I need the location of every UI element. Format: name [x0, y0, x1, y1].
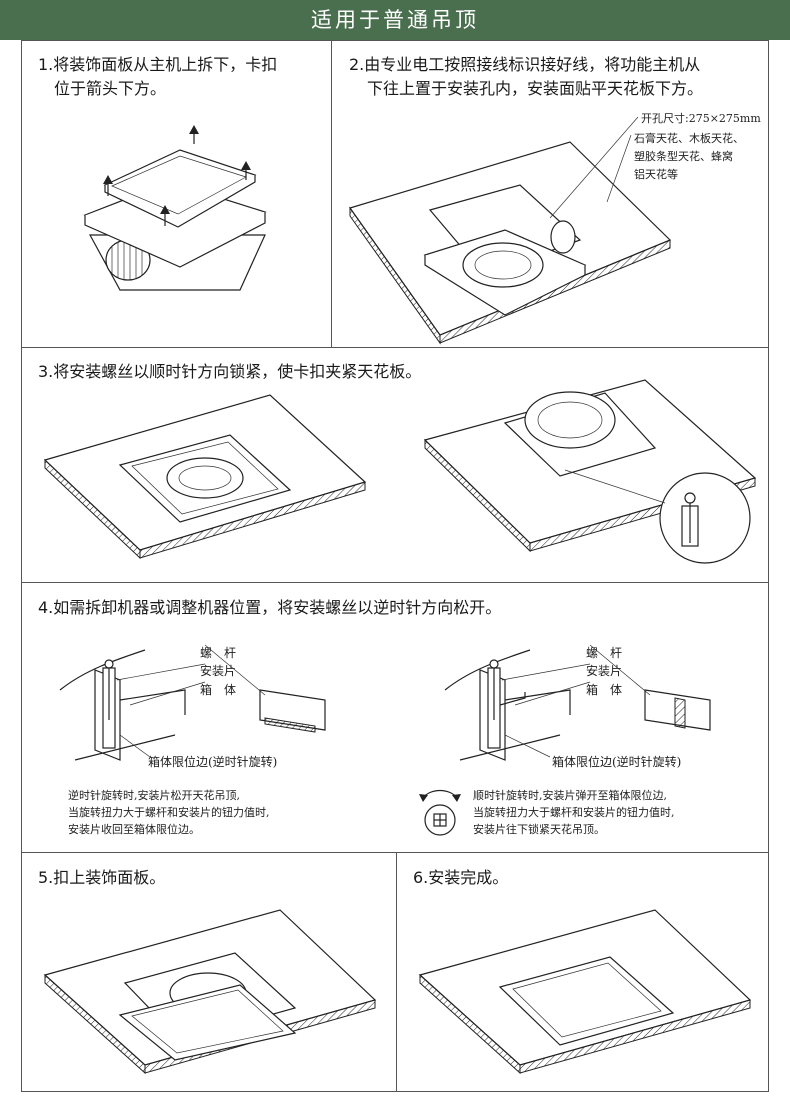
step3-text: 3.将安装螺丝以顺时针方向锁紧，使卡扣夹紧天花板。 [38, 362, 422, 381]
step1-illustration [83, 125, 267, 291]
step3-left-illustration [43, 394, 367, 560]
cw-note-line3: 安装片往下锁紧天花吊顶。 [473, 823, 605, 836]
divider-r1 [21, 347, 769, 348]
cw-note: 顺时针旋转时,安装片弹开至箱体限位边, 当旋转扭力大于螺杆和安装片的钮力值时, … [473, 787, 675, 838]
step1-line2: 位于箭头下方。 [54, 79, 167, 98]
ccw-note: 逆时针旋转时,安装片松开天花吊顶, 当旋转扭力大于螺杆和安装片的钮力值时, 安装… [68, 787, 270, 838]
step1-text: 1.将装饰面板从主机上拆下，卡扣 位于箭头下方。 [38, 53, 277, 101]
step5-illustration [43, 909, 377, 1075]
ceiling-type-line3: 铝天花等 [634, 168, 678, 181]
ceiling-type-line2: 塑胶条型天花、蜂窝 [634, 150, 733, 163]
hole-size-label: 开孔尺寸:275×275mm [641, 112, 761, 125]
box-label-left: 箱 体 [200, 683, 237, 697]
cw-note-line1: 顺时针旋转时,安装片弹开至箱体限位边, [473, 789, 667, 802]
rotate-icon [419, 789, 461, 836]
ccw-note-line3: 安装片收回至箱体限位边。 [68, 823, 200, 836]
step2-illustration [349, 116, 672, 345]
cw-note-line2: 当旋转扭力大于螺杆和安装片的钮力值时, [473, 806, 675, 819]
limit-label-left: 箱体限位边(逆时针旋转) [148, 755, 278, 769]
limit-label-right: 箱体限位边(逆时针旋转) [552, 755, 682, 769]
screw-label-left: 螺 杆 [200, 646, 237, 660]
step1-line1: 1.将装饰面板从主机上拆下，卡扣 [38, 55, 278, 74]
step6-text: 6.安装完成。 [413, 868, 509, 887]
divider-row4 [396, 852, 397, 1092]
arrow-up-icon [103, 125, 251, 226]
box-label-right: 箱 体 [586, 683, 623, 697]
ccw-note-line1: 逆时针旋转时,安装片松开天花吊顶, [68, 789, 240, 802]
step2-line1: 2.由专业电工按照接线标识接好线，将功能主机从 [349, 55, 701, 74]
step4-right-illustration [444, 644, 711, 761]
divider-r3 [21, 852, 769, 853]
step3-right-illustration [423, 379, 757, 564]
screw-icon [681, 492, 699, 547]
divider-row1 [331, 40, 332, 347]
ccw-note-line2: 当旋转扭力大于螺杆和安装片的钮力值时, [68, 806, 270, 819]
ceiling-type-line1: 石膏天花、木板天花、 [634, 132, 744, 145]
divider-r2 [21, 582, 769, 583]
step5-text: 5.扣上装饰面板。 [38, 868, 166, 887]
clip-label-right: 安装片 [586, 664, 623, 678]
instruction-frame [21, 40, 769, 1092]
step2-line2: 下往上置于安装孔内，安装面贴平天花板下方。 [367, 79, 704, 98]
step6-illustration [418, 909, 752, 1075]
clip-label-left: 安装片 [200, 664, 237, 678]
step4-left-illustration [59, 644, 326, 761]
step4-text: 4.如需拆卸机器或调整机器位置，将安装螺丝以逆时针方向松开。 [38, 598, 502, 617]
step2-text: 2.由专业电工按照接线标识接好线，将功能主机从 下往上置于安装孔内，安装面贴平天… [349, 53, 703, 101]
page-header: 适用于普通吊顶 [0, 0, 790, 40]
